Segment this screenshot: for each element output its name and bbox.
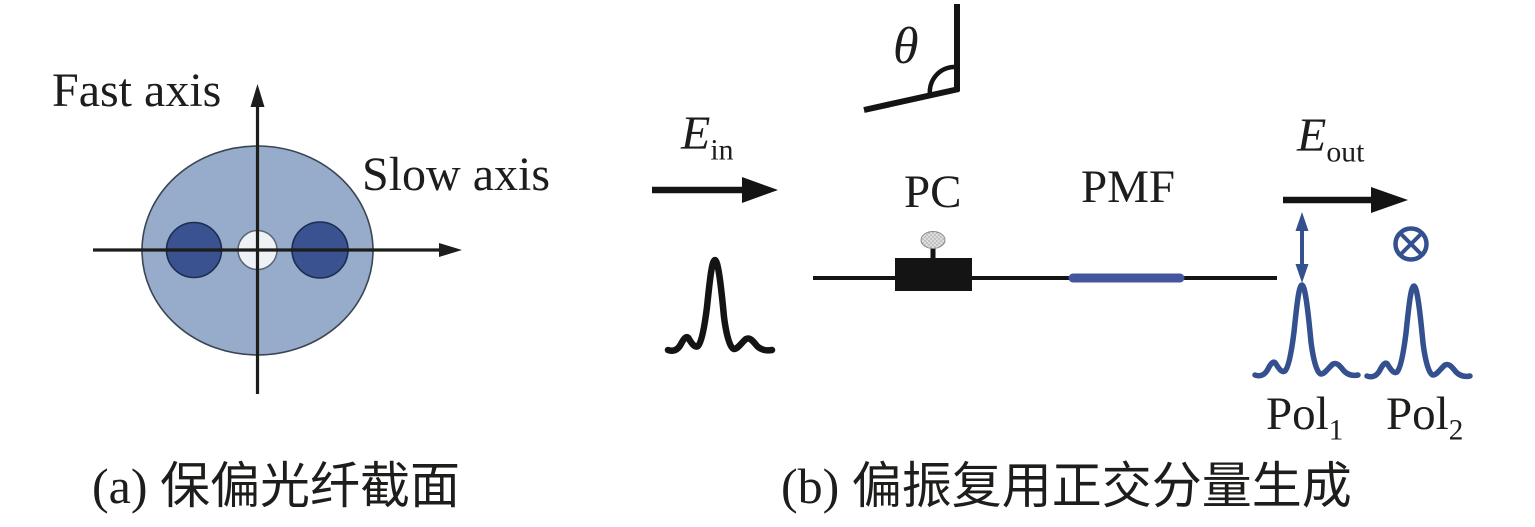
theta-angle-mark xyxy=(863,4,960,113)
polarization-controller xyxy=(895,231,972,291)
e-out-base: E xyxy=(1297,109,1327,162)
e-out-label: Eout xyxy=(1297,109,1364,167)
caption-panel-a: (a) 保偏光纤截面 xyxy=(92,458,460,514)
theta-label: θ xyxy=(893,18,919,75)
pol2-subscript: 2 xyxy=(1448,414,1464,447)
pmf-label: PMF xyxy=(1081,161,1176,213)
e-in-arrow xyxy=(652,177,778,203)
pol2-pulse-waveform xyxy=(1367,286,1470,377)
e-in-base: E xyxy=(681,107,711,160)
pc-label: PC xyxy=(904,166,962,218)
pc-box xyxy=(895,258,972,291)
pol1-base: Pol xyxy=(1266,388,1329,440)
vertical-polarization-arrow xyxy=(1295,212,1309,283)
pol1-label: Pol1 xyxy=(1266,388,1343,445)
into-page-polarization-icon xyxy=(1393,226,1429,262)
caption-panel-b: (b) 偏振复用正交分量生成 xyxy=(781,458,1352,514)
pol1-pulse-waveform xyxy=(1252,282,1361,379)
pol2-label: Pol2 xyxy=(1386,388,1463,445)
slow-axis-arrow xyxy=(93,243,462,257)
e-in-subscript: in xyxy=(710,133,734,167)
fast-axis-arrow xyxy=(250,84,265,394)
e-in-label: Ein xyxy=(681,107,733,165)
e-out-arrow xyxy=(1283,187,1408,213)
e-out-subscript: out xyxy=(1326,135,1365,169)
input-pulse-waveform xyxy=(664,256,776,354)
slow-axis-label: Slow axis xyxy=(362,148,551,201)
pol1-subscript: 1 xyxy=(1328,414,1344,447)
pc-knob xyxy=(920,231,946,249)
fast-axis-label: Fast axis xyxy=(52,64,222,117)
pol2-base: Pol xyxy=(1386,388,1449,440)
